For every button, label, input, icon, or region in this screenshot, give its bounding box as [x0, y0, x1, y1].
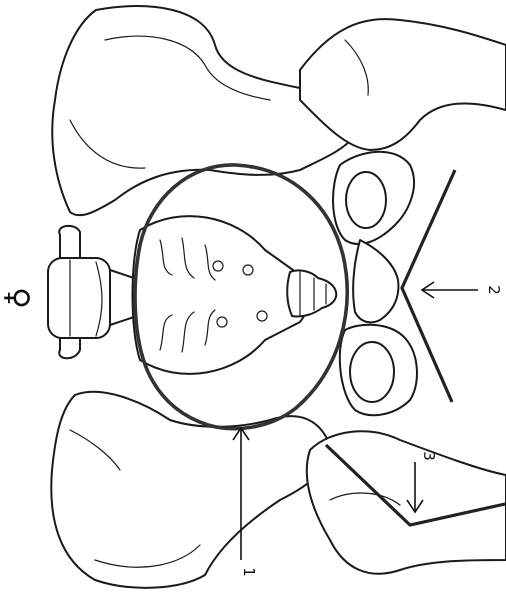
label-2: 2: [485, 285, 503, 295]
arrow-2: [422, 282, 478, 298]
sacrum: [133, 216, 308, 374]
coccyx: [287, 270, 336, 316]
lower-femur: [307, 325, 506, 574]
pubic-symphysis: [353, 240, 398, 322]
label-1: 1: [240, 567, 258, 577]
lumbar-vertebra: [48, 226, 140, 358]
lower-iliac-wing: [51, 392, 330, 588]
label-3: 3: [420, 451, 438, 461]
female-symbol: ♀: [0, 287, 35, 309]
